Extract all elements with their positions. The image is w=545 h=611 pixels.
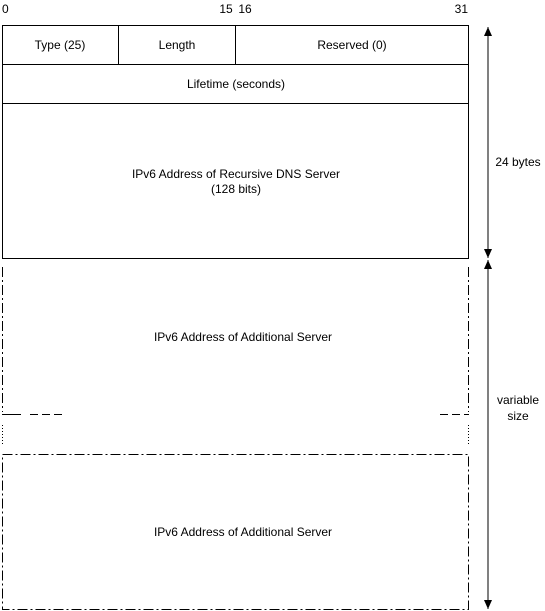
rdns-address-line2: (128 bits) bbox=[211, 182, 261, 196]
reserved-field: Reserved (0) bbox=[317, 38, 386, 52]
additional-server-2-label: IPv6 Address of Additional Server bbox=[154, 525, 332, 539]
additional-server-1-label: IPv6 Address of Additional Server bbox=[154, 330, 332, 344]
bit-label-31: 31 bbox=[455, 2, 469, 16]
variable-size-label-line2: size bbox=[507, 409, 529, 423]
bit-label-16: 16 bbox=[238, 2, 252, 16]
variable-size-label-line1: variable bbox=[497, 393, 539, 407]
length-field: Length bbox=[159, 38, 196, 52]
bit-label-15: 15 bbox=[219, 2, 233, 16]
fixed-size-label: 24 bytes bbox=[495, 155, 540, 169]
additional-server-2-box bbox=[2, 454, 469, 610]
lifetime-field: Lifetime (seconds) bbox=[187, 77, 285, 91]
rdns-address-line1: IPv6 Address of Recursive DNS Server bbox=[132, 167, 340, 181]
type-field: Type (25) bbox=[35, 38, 86, 52]
bit-label-0: 0 bbox=[2, 2, 9, 16]
